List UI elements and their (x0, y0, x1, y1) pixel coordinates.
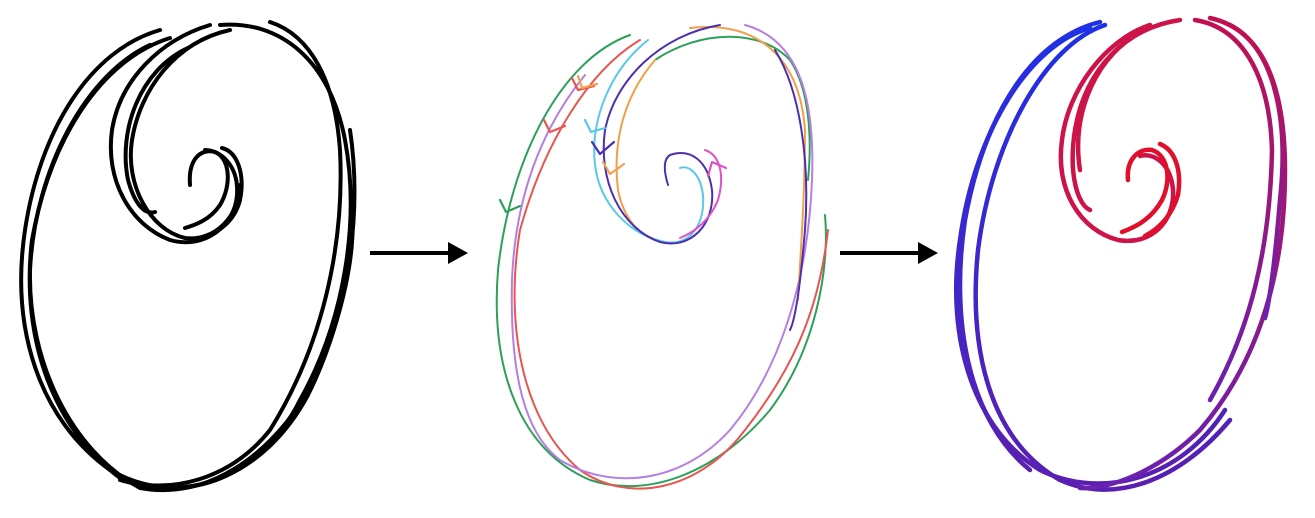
panel-ordered-strokes (953, 15, 1288, 492)
sketch-stroke (183, 149, 230, 230)
direction-arrow-icon (590, 140, 616, 156)
ordered-stroke (1058, 22, 1176, 244)
ordered-stroke (957, 19, 1103, 473)
segment-stroke-green (495, 34, 827, 488)
ordered-stroke (1119, 147, 1170, 235)
segment-stroke-darkpurple (774, 49, 808, 331)
ordered-stroke (953, 25, 1228, 486)
ordered-stroke (1227, 22, 1285, 321)
segment-stroke-purple (510, 24, 814, 480)
segment-stroke-lightblue (593, 39, 705, 244)
panel-segmented-strokes (495, 24, 829, 490)
ordered-stroke (1075, 32, 1138, 173)
direction-arrow-icon (583, 118, 607, 134)
segment-stroke-red (513, 39, 829, 490)
ordered-stroke (1077, 15, 1288, 491)
direction-arrow-icon (498, 198, 522, 214)
panel-input-sketch (19, 20, 357, 493)
sketch-stroke (108, 23, 240, 245)
direction-arrow-icon (542, 118, 567, 134)
segment-stroke-green (654, 35, 811, 181)
sketch-stroke (118, 20, 343, 488)
sketch-stroke (27, 43, 355, 493)
sketch-stroke (203, 146, 244, 238)
segment-stroke-darkpurple (602, 24, 721, 245)
segment-stroke-pink (679, 149, 723, 239)
ordered-stroke (1142, 141, 1182, 239)
sketch-stroke (123, 46, 190, 215)
direction-arrow-icon (601, 160, 626, 176)
segment-stroke-orange (689, 26, 806, 301)
sketch-stroke (27, 36, 357, 490)
direction-arrow-icon (706, 160, 728, 178)
ordered-stroke (973, 22, 1233, 492)
arrow-1 (370, 242, 468, 264)
ordered-stroke (1070, 17, 1183, 213)
direction-arrow-icon (576, 74, 599, 90)
arrow-2 (840, 242, 938, 264)
ordered-stroke (1192, 17, 1275, 403)
